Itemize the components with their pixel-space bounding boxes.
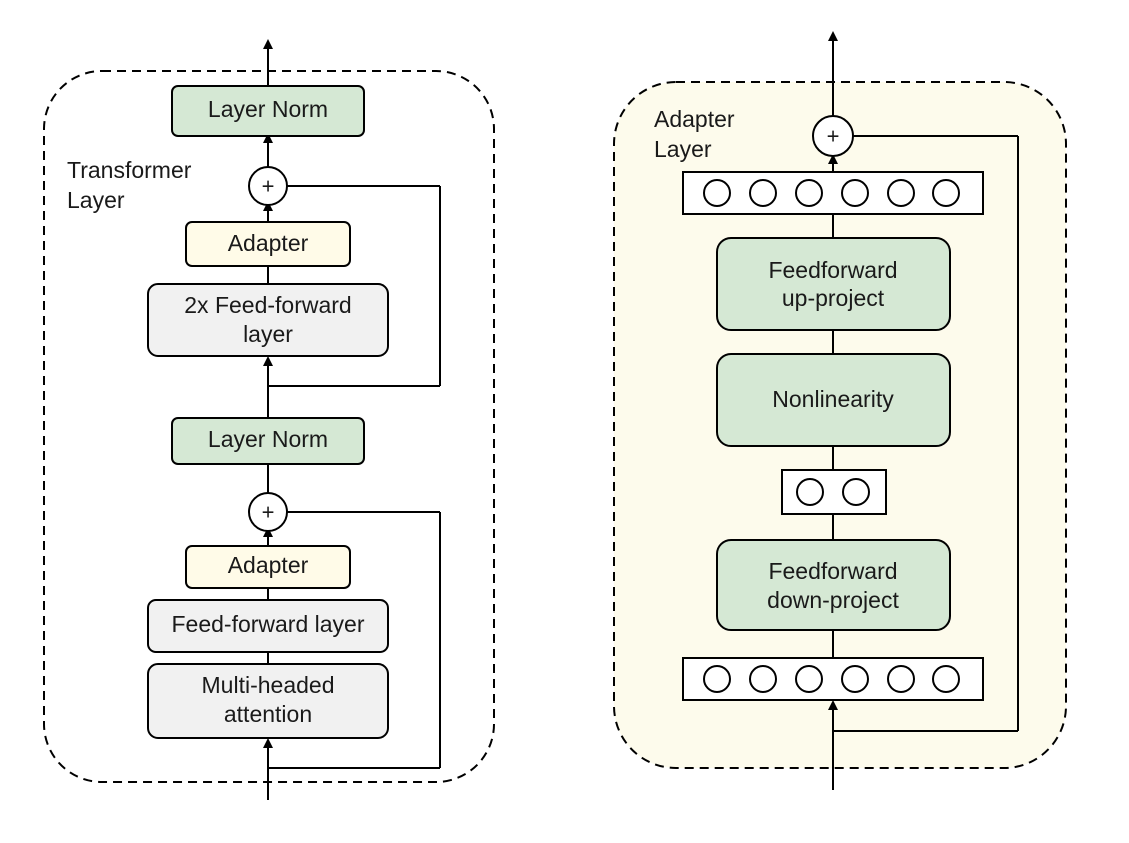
adapter-layer-title-line2: Layer bbox=[654, 136, 712, 162]
output-vector-unit bbox=[887, 179, 915, 207]
adapter-top-label: Adapter bbox=[228, 230, 309, 256]
multi-headed-attention: Multi-headed attention bbox=[147, 663, 389, 739]
input-vector-unit bbox=[841, 665, 869, 693]
feed-forward-layer-label: Feed-forward layer bbox=[171, 611, 364, 637]
multi-headed-attention-label-line1: Multi-headed bbox=[202, 672, 335, 698]
layer-norm-mid-label: Layer Norm bbox=[208, 426, 328, 452]
adapter-top: Adapter bbox=[185, 221, 351, 267]
residual-add-top: + bbox=[248, 166, 288, 206]
input-vector bbox=[682, 657, 984, 701]
output-vector-unit bbox=[703, 179, 731, 207]
nonlinearity-label: Nonlinearity bbox=[772, 386, 894, 412]
output-vector-unit bbox=[749, 179, 777, 207]
feedforward-up-project-label-line1: Feedforward bbox=[768, 257, 897, 283]
residual-add-top-symbol: + bbox=[262, 174, 275, 199]
adapter-bottom-label: Adapter bbox=[228, 552, 309, 578]
adapter-residual-add: + bbox=[812, 115, 854, 157]
multi-headed-attention-label-line2: attention bbox=[224, 701, 312, 727]
adapter-residual-add-symbol: + bbox=[827, 124, 840, 149]
adapter-layer-title-line1: Adapter bbox=[654, 106, 735, 132]
bottleneck-vector-unit bbox=[796, 478, 824, 506]
transformer-layer-title-line2: Layer bbox=[67, 187, 125, 213]
transformer-layer-title-line1: Transformer bbox=[67, 157, 192, 183]
residual-add-bottom: + bbox=[248, 492, 288, 532]
transformer-layer-panel: Transformer Layer Layer Norm bbox=[43, 39, 495, 800]
layer-norm-top: Layer Norm bbox=[171, 85, 365, 137]
nonlinearity: Nonlinearity bbox=[716, 353, 951, 447]
feedforward-up-project-label-line2: up-project bbox=[782, 285, 885, 311]
feedforward-down-project-label-line1: Feedforward bbox=[768, 558, 897, 584]
feed-forward-2x-label-line2: layer bbox=[243, 321, 293, 347]
adapter-connectors bbox=[828, 31, 1019, 790]
transformer-connectors bbox=[263, 39, 441, 800]
output-vector bbox=[682, 171, 984, 215]
feedforward-up-project: Feedforward up-project bbox=[716, 237, 951, 331]
feedforward-down-project-label-line2: down-project bbox=[767, 587, 899, 613]
adapter-bottom: Adapter bbox=[185, 545, 351, 589]
feed-forward-layer: Feed-forward layer bbox=[147, 599, 389, 653]
input-vector-unit bbox=[932, 665, 960, 693]
output-vector-unit bbox=[932, 179, 960, 207]
feedforward-down-project: Feedforward down-project bbox=[716, 539, 951, 631]
feed-forward-2x-label-line1: 2x Feed-forward bbox=[184, 292, 351, 318]
input-vector-unit bbox=[887, 665, 915, 693]
output-vector-unit bbox=[795, 179, 823, 207]
layer-norm-top-label: Layer Norm bbox=[208, 96, 328, 122]
output-vector-unit bbox=[841, 179, 869, 207]
input-vector-unit bbox=[795, 665, 823, 693]
bottleneck-vector bbox=[781, 469, 887, 515]
input-vector-unit bbox=[749, 665, 777, 693]
residual-add-bottom-symbol: + bbox=[262, 500, 275, 525]
layer-norm-mid: Layer Norm bbox=[171, 417, 365, 465]
feed-forward-2x: 2x Feed-forward layer bbox=[147, 283, 389, 357]
adapter-layer-panel: Adapter Layer + bbox=[613, 31, 1067, 790]
bottleneck-vector-unit bbox=[842, 478, 870, 506]
input-vector-unit bbox=[703, 665, 731, 693]
